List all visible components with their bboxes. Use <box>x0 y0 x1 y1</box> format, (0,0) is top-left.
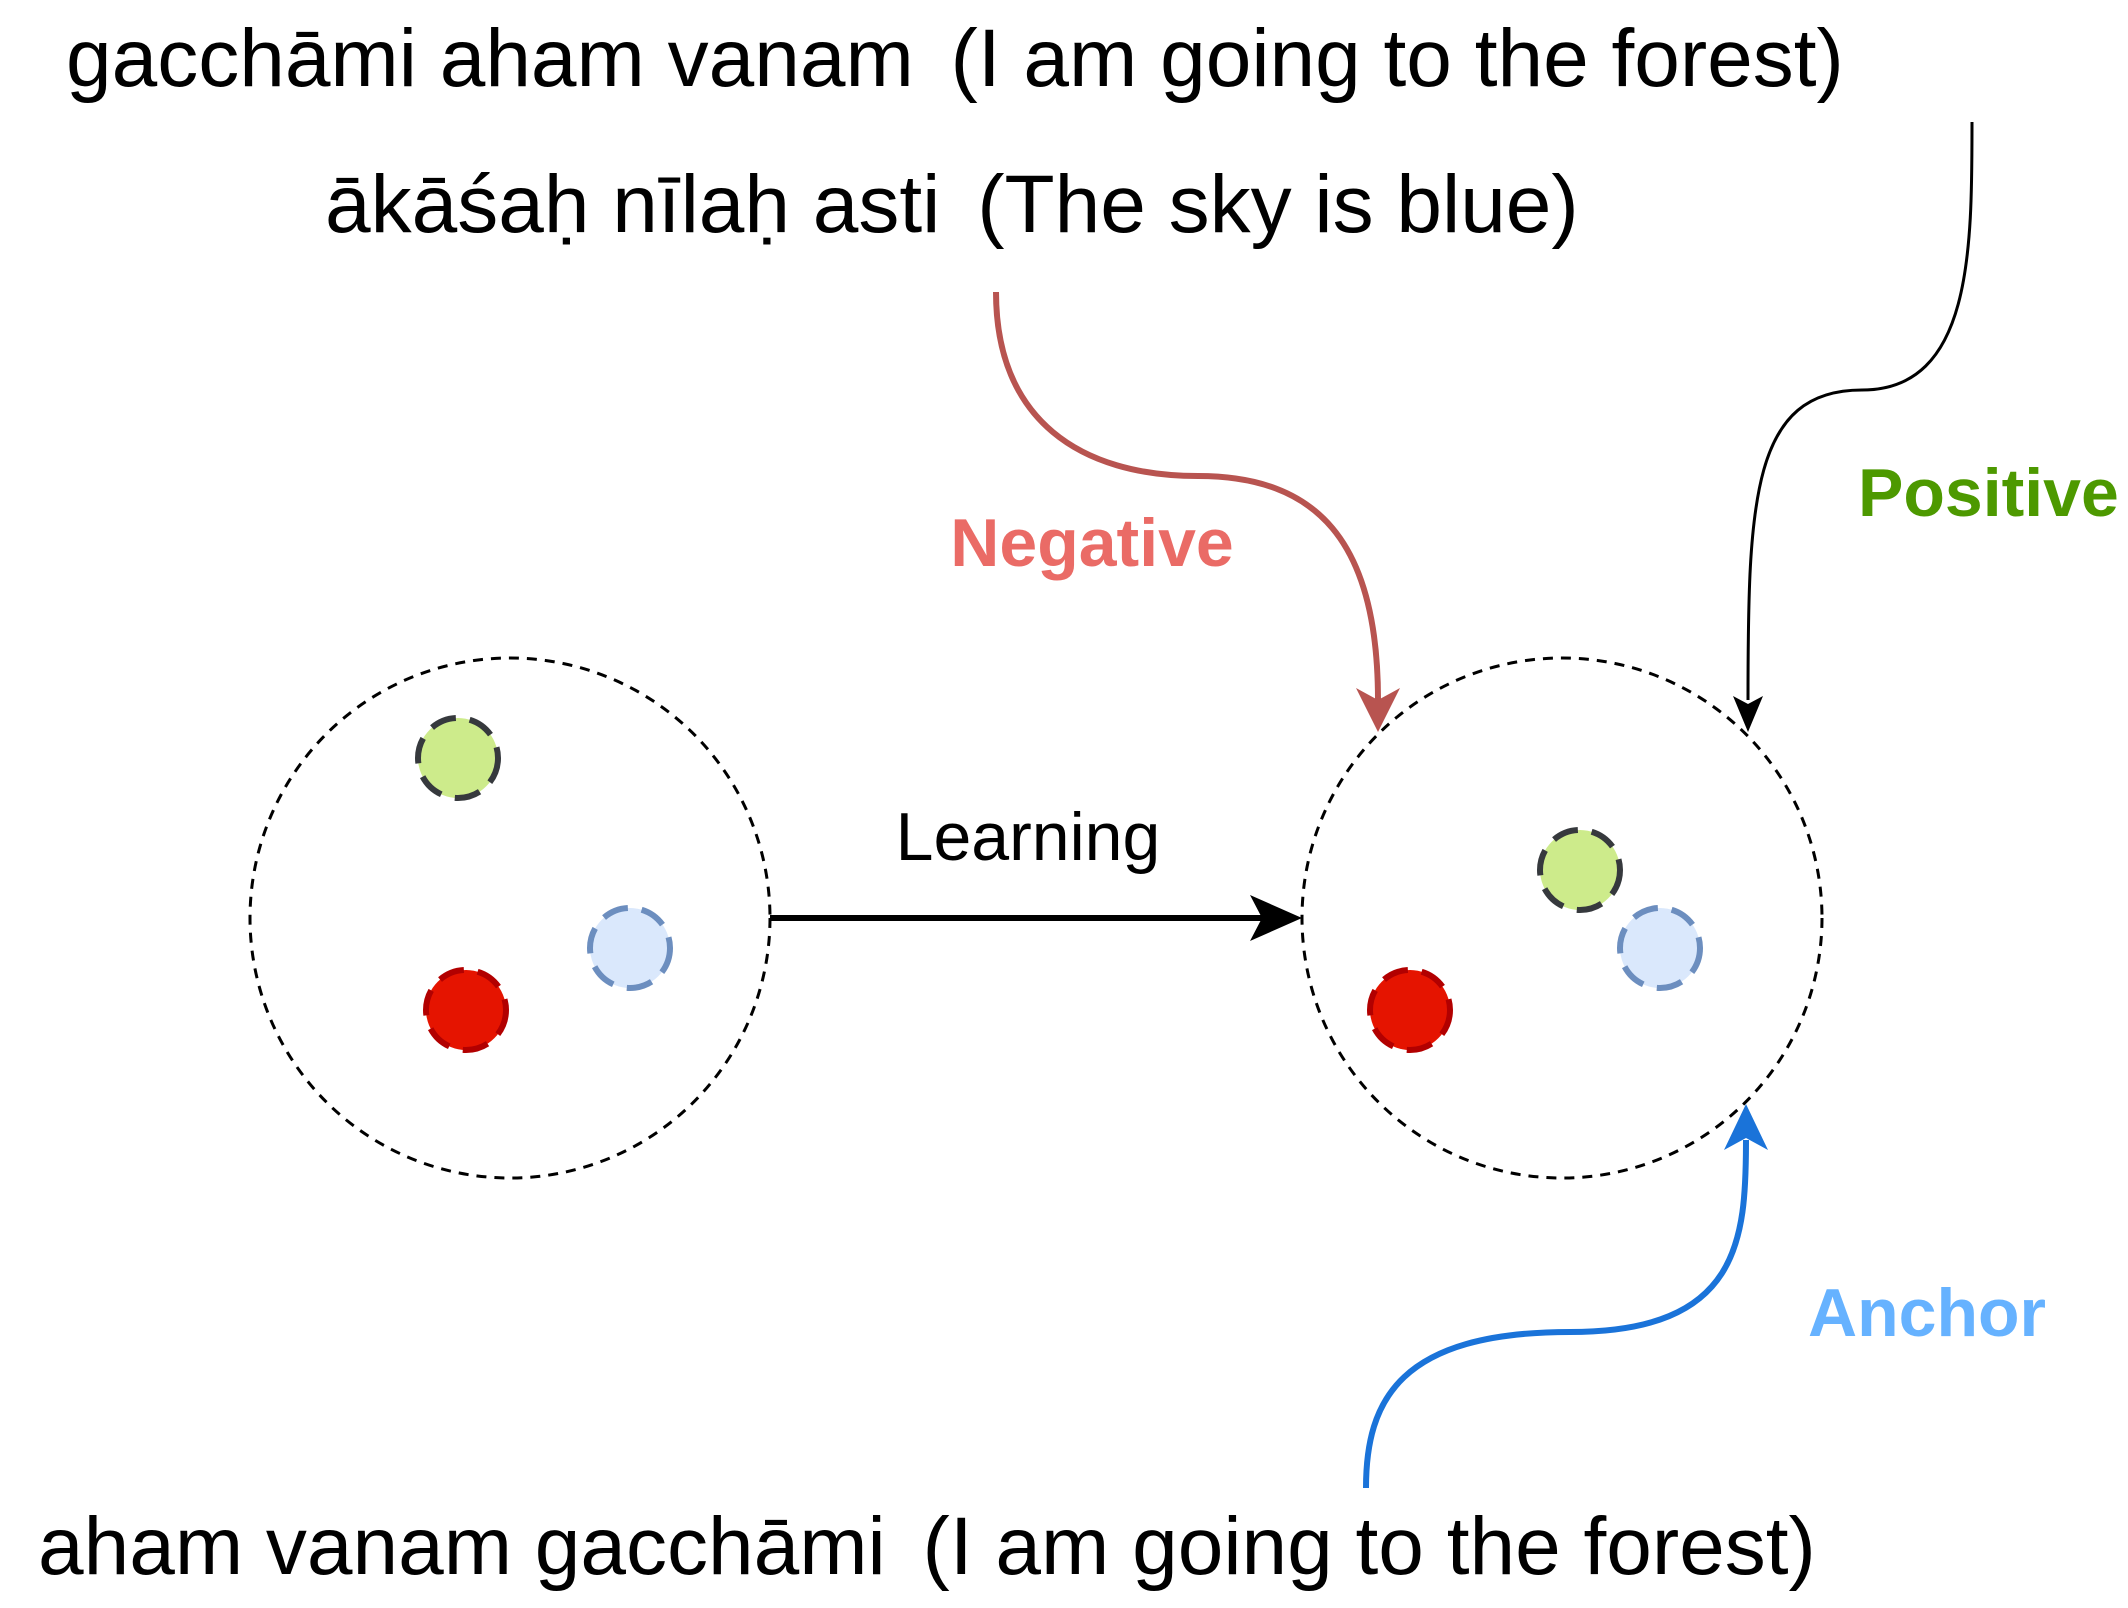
negative-sentence-text: ākāśaḥ nīlaḥ asti <box>325 159 940 250</box>
anchor-dot-after <box>1617 905 1703 991</box>
learning-arrow <box>770 895 1302 941</box>
positive-sentence: gacchāmi aham vanam (I am going to the f… <box>66 13 1844 104</box>
negative-arrow <box>993 291 1400 732</box>
embedding-space-after-boundary <box>1300 656 1824 1180</box>
embedding-space-after <box>1300 656 1824 1180</box>
positive-arrow <box>1733 121 1974 732</box>
positive-dot-after <box>1537 827 1623 913</box>
embedding-space-before <box>248 656 772 1180</box>
negative-sentence-translation: (The sky is blue) <box>977 159 1579 250</box>
embedding-space-before-boundary <box>248 656 772 1180</box>
anchor-label: Anchor <box>1808 1275 2046 1351</box>
negative-arrowhead <box>1356 688 1400 732</box>
positive-arrowhead <box>1733 696 1763 732</box>
anchor-sentence: aham vanam gacchāmi (I am going to the f… <box>38 1501 1816 1592</box>
anchor-sentence-translation: (I am going to the forest) <box>923 1501 1816 1592</box>
anchor-sentence-text: aham vanam gacchāmi <box>38 1501 886 1592</box>
positive-sentence-text: gacchāmi aham vanam <box>66 13 914 104</box>
learning-arrowhead <box>1250 895 1302 941</box>
anchor-arrowhead <box>1724 1104 1768 1150</box>
anchor-arrow <box>1363 1104 1768 1489</box>
negative-sentence: ākāśaḥ nīlaḥ asti (The sky is blue) <box>325 159 1579 250</box>
positive-dot-before <box>415 715 501 801</box>
learning-label: Learning <box>896 799 1161 875</box>
positive-label: Positive <box>1858 455 2119 531</box>
positive-sentence-translation: (I am going to the forest) <box>951 13 1844 104</box>
anchor-dot-before <box>587 905 673 991</box>
negative-dot-after <box>1367 967 1453 1053</box>
negative-dot-before <box>423 967 509 1053</box>
negative-label: Negative <box>950 505 1233 581</box>
